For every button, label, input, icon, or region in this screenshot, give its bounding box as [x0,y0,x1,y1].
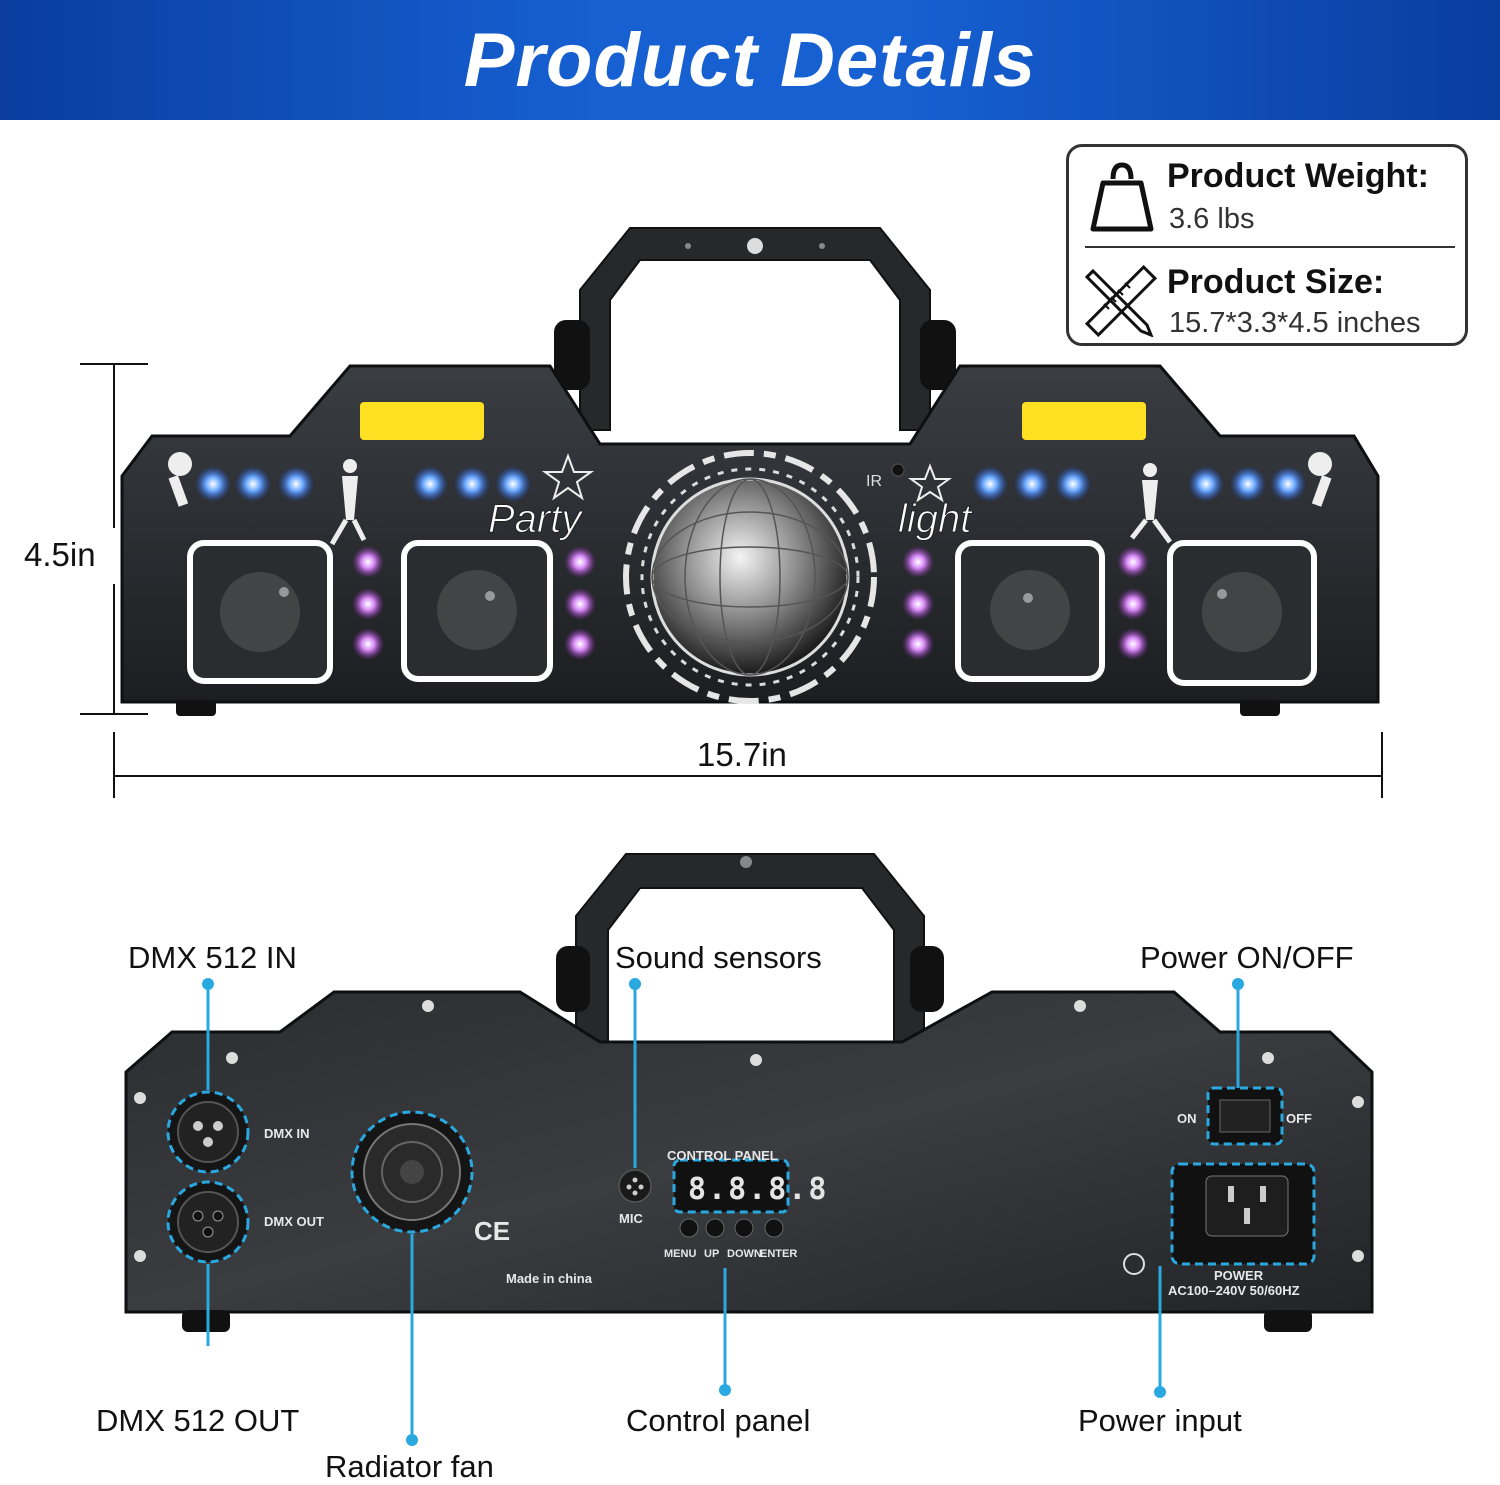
label-power-switch: Power ON/OFF [1140,940,1354,975]
control-panel-title: CONTROL PANEL [667,1148,778,1163]
ruler-pencil-icon [1085,265,1157,337]
up-button-label: UP [704,1248,720,1260]
power-panel-label: POWER [1214,1268,1264,1283]
dancer-icon [1130,463,1173,544]
power-inlet[interactable] [1170,1162,1316,1266]
page-title: Product Details [463,17,1037,103]
height-dimension: 4.5in [24,536,96,573]
ground-icon [1123,1253,1145,1275]
blue-led-row [195,466,1306,502]
header-banner: Product Details [0,0,1500,120]
label-radiator-fan: Radiator fan [325,1449,494,1484]
enter-button-label: ENTER [760,1248,798,1260]
party-text: Party [488,497,584,541]
strobe-right [1022,402,1146,440]
weight-title: Product Weight: [1167,157,1429,195]
dimension-lines [80,363,1383,798]
strobe-left [360,402,484,440]
front-mount-bracket [579,227,931,431]
made-in-label: Made in china [506,1271,592,1286]
back-knob-right [910,946,944,1012]
weight-icon [1090,162,1154,232]
weight-value: 3.6 lbs [1169,203,1255,235]
disco-ball [623,450,877,704]
dmx-out-panel-label: DMX OUT [264,1214,324,1229]
back-knob-left [556,946,590,1012]
dmx-out-connector [166,1180,250,1264]
menu-button-label: MENU [664,1248,697,1260]
label-control-panel: Control panel [626,1403,811,1438]
light-text: light [898,497,973,541]
width-dimension: 15.7in [697,736,787,773]
label-dmx-in: DMX 512 IN [128,940,297,975]
size-value: 15.7*3.3*4.5 inches [1169,307,1421,339]
radiator-fan [350,1110,474,1234]
switch-off-label: OFF [1286,1111,1312,1126]
back-view [124,853,1374,1346]
front-view: Party light IR [120,227,1380,716]
dmx-in-connector [166,1090,250,1174]
callout-lines [406,1234,1166,1446]
spec-divider [1085,246,1455,248]
down-button-label: DOWN [727,1248,762,1260]
back-body [124,990,1374,1314]
spec-box: Product Weight: 3.6 lbs Product Size: 15… [1066,144,1468,346]
front-knob-left [554,320,590,390]
label-power-input: Power input [1078,1403,1242,1438]
mic-panel-label: MIC [619,1211,643,1226]
power-spec-label: AC100–240V 50/60HZ [1168,1283,1300,1298]
front-knob-right [920,320,956,390]
star-icon [907,463,953,503]
dancer-icon [329,459,367,546]
purple-led-row [352,546,1149,660]
dmx-in-panel-label: DMX IN [264,1126,310,1141]
size-title: Product Size: [1167,263,1385,301]
ir-text: IR [866,473,882,490]
control-panel [672,1158,790,1238]
star-icon [541,453,595,501]
led-display: 8.8.8.8 [688,1172,829,1207]
ce-mark: CE [474,1216,511,1246]
microphone-icon [168,452,192,507]
microphone-icon [1308,452,1332,507]
switch-on-label: ON [1177,1111,1197,1126]
mic-sensor [618,1169,652,1203]
label-sound-sensors: Sound sensors [615,940,822,975]
label-dmx-out: DMX 512 OUT [96,1403,300,1438]
